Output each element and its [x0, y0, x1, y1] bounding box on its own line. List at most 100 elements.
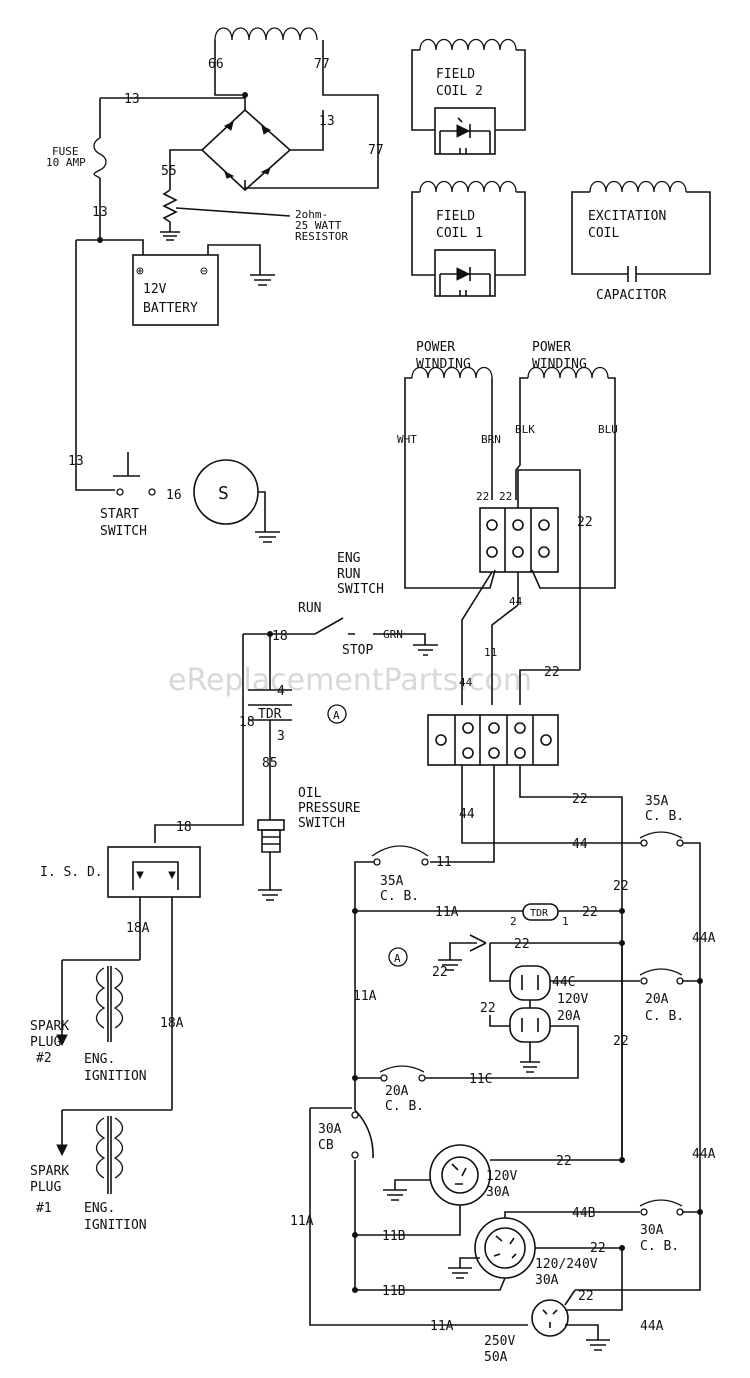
- resistor-icon: [162, 189, 178, 232]
- note-a-marker-lower: [388, 947, 408, 967]
- wire-label-13: 13: [124, 92, 140, 107]
- wire-label-22: 22: [572, 792, 588, 807]
- engine-run-circuit: [56, 617, 438, 1194]
- resistor-label: 2ohm-: [295, 208, 328, 221]
- tdr-terminal-1: 1: [562, 915, 569, 928]
- start-switch-label: START: [100, 507, 139, 522]
- field-coil-2-label: FIELD: [436, 67, 475, 82]
- labels: 66 77 13 13 77 55 13 FUSE 10 AMP 2ohm- 2…: [30, 57, 716, 1365]
- wire-label-22: 22: [544, 665, 560, 680]
- wire-label-44a: 44A: [692, 931, 716, 946]
- field-coil-1-winding-icon: [419, 180, 517, 193]
- wire-label-11a: 11A: [290, 1214, 314, 1229]
- field-coil-2-label: COIL 2: [436, 84, 483, 99]
- battery-plus-icon: ⊕: [136, 264, 144, 279]
- oil-pressure-switch-label: SWITCH: [298, 816, 345, 831]
- oil-pressure-switch: [257, 819, 285, 831]
- cb-20a-left-label: C. B.: [385, 1099, 424, 1114]
- wire-label-13: 13: [319, 114, 335, 129]
- receptacle-250v-50a: [531, 1299, 569, 1337]
- power-winding-left-label: POWER: [416, 340, 455, 355]
- wire-label-44a: 44A: [692, 1147, 716, 1162]
- field-coil-2-winding-icon: [419, 38, 517, 51]
- spark-plug-1-label: SPARK: [30, 1164, 69, 1179]
- note-a-marker: [327, 704, 347, 724]
- cb-20a-right-icon: [639, 968, 683, 976]
- wire-label-77: 77: [314, 57, 330, 72]
- wire-label-44: 44: [572, 837, 588, 852]
- charging-circuit: [75, 27, 379, 543]
- field-coils: [411, 38, 711, 297]
- wire-label-44: 44: [509, 595, 523, 608]
- charging-winding-icon: [214, 27, 318, 41]
- wire-label-11a: 11A: [430, 1319, 454, 1334]
- stop-label: STOP: [342, 643, 373, 658]
- receptacle-120v-20a-upper: [509, 965, 551, 1001]
- battery: [132, 254, 219, 326]
- wire-11a-outer: [309, 1108, 528, 1326]
- wire-label-66: 66: [208, 57, 224, 72]
- cb-35a-left-label: 35A: [380, 874, 404, 889]
- receptacle-120v-20a-label: 20A: [557, 1009, 581, 1024]
- cb-30a-label: CB: [318, 1138, 334, 1153]
- field-coil-1-label: COIL 1: [436, 226, 483, 241]
- receptacle-120-240v-label: 120/240V: [535, 1257, 598, 1272]
- wire-label-11c: 11C: [469, 1072, 492, 1087]
- power-windings: [404, 366, 623, 1163]
- cb-35a-left-icon: [371, 845, 429, 857]
- bridge-rectifier: [200, 108, 292, 192]
- receptacle-120v-30a: [429, 1144, 491, 1206]
- wire-label-44c: 44C: [552, 975, 575, 990]
- power-winding-right-label: WINDING: [532, 357, 587, 372]
- isd-module: [107, 846, 201, 898]
- start-switch-button: [113, 452, 140, 477]
- ground-icon: [160, 231, 180, 241]
- power-winding-left-label: WINDING: [416, 357, 471, 372]
- wire-label-22: 22: [613, 1034, 629, 1049]
- wire-label-11a: 11A: [435, 905, 459, 920]
- wire-label-22: 22: [556, 1154, 572, 1169]
- wire-label-22: 22: [432, 965, 448, 980]
- fuse-label: FUSE: [52, 145, 79, 158]
- receptacle-120-240v-label: 30A: [535, 1273, 559, 1288]
- eng-run-switch-label: RUN: [337, 567, 360, 582]
- tdr-label: TDR: [258, 707, 282, 722]
- receptacle-250v-label: 50A: [484, 1350, 508, 1365]
- cb-30a-right-icon: [639, 1199, 683, 1207]
- wire-label-18: 18: [272, 629, 288, 644]
- eng-ignition-upper-label: ENG.: [84, 1052, 115, 1067]
- wire-label-16: 16: [166, 488, 182, 503]
- wire-label-11a: 11A: [353, 989, 377, 1004]
- excitation-coil-label: COIL: [588, 226, 619, 241]
- eng-ignition-lower-label: IGNITION: [84, 1218, 147, 1233]
- battery-minus-icon: ⊖: [200, 264, 208, 279]
- wire-label-blu: BLU: [598, 423, 618, 436]
- wire-label-22: 22: [499, 490, 512, 503]
- terminal-block-upper: [479, 507, 559, 573]
- spark-plug-1-label: PLUG: [30, 1180, 61, 1195]
- isd-label: I. S. D.: [40, 865, 103, 880]
- wire-label-blk: BLK: [515, 423, 535, 436]
- wire-label-44: 44: [459, 676, 473, 689]
- fuse-label: 10 AMP: [46, 156, 86, 169]
- wire-label-18a: 18A: [126, 921, 150, 936]
- spark-plug-2-label: PLUG: [30, 1035, 61, 1050]
- wire-label-18: 18: [239, 715, 255, 730]
- power-winding-right-icon: [527, 366, 609, 379]
- note-a-label-lower: A: [394, 952, 401, 965]
- capacitor-label: CAPACITOR: [596, 288, 667, 303]
- resistor-label: 25 WATT: [295, 219, 342, 232]
- wire-label-13: 13: [68, 454, 84, 469]
- oil-pressure-switch-label: PRESSURE: [298, 801, 361, 816]
- eng-ignition-lower-label: ENG.: [84, 1201, 115, 1216]
- wire-label-44b: 44B: [572, 1206, 596, 1221]
- spark-plug-2-label: SPARK: [30, 1019, 69, 1034]
- receptacle-120v-20a-lower: [509, 1007, 551, 1043]
- oil-pressure-switch-label: OIL: [298, 786, 322, 801]
- resistor-label: RESISTOR: [295, 230, 348, 243]
- ground-icon: [250, 274, 275, 286]
- cb-35a-right-label: C. B.: [645, 809, 684, 824]
- wire-label-11: 11: [436, 855, 452, 870]
- receptacle-250v-label: 250V: [484, 1334, 515, 1349]
